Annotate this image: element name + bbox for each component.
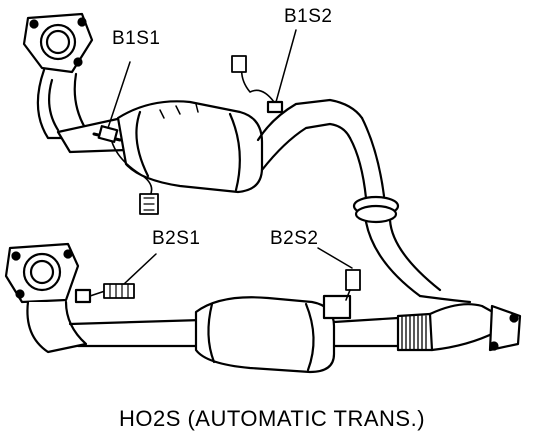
diagram-caption: HO2S (AUTOMATIC TRANS.)	[118, 406, 426, 431]
sensor-label-b2s1: B2S1	[152, 228, 201, 249]
bank2-flex-pipe	[396, 312, 434, 352]
b2s2-leader-line	[317, 247, 353, 269]
bank2-pipe-assembly	[4, 242, 522, 374]
bank1-catalytic-converter	[116, 100, 264, 194]
b2s2-sensor	[322, 269, 361, 320]
b2s1-sensor	[74, 283, 135, 304]
sensor-label-b1s2: B1S2	[284, 6, 333, 27]
b2s1-leader-line	[123, 253, 157, 285]
sensor-label-b1s1: B1S1	[112, 28, 161, 49]
bank2-catalytic-converter	[194, 296, 336, 374]
sensor-label-b2s2: B2S2	[270, 228, 319, 249]
b1s1-leader-line	[107, 61, 131, 129]
bank1-pipe-assembly	[22, 12, 442, 298]
b1s2-sensor	[231, 55, 284, 114]
b1s2-leader-line	[275, 29, 297, 103]
b1s1-sensor	[92, 125, 159, 215]
